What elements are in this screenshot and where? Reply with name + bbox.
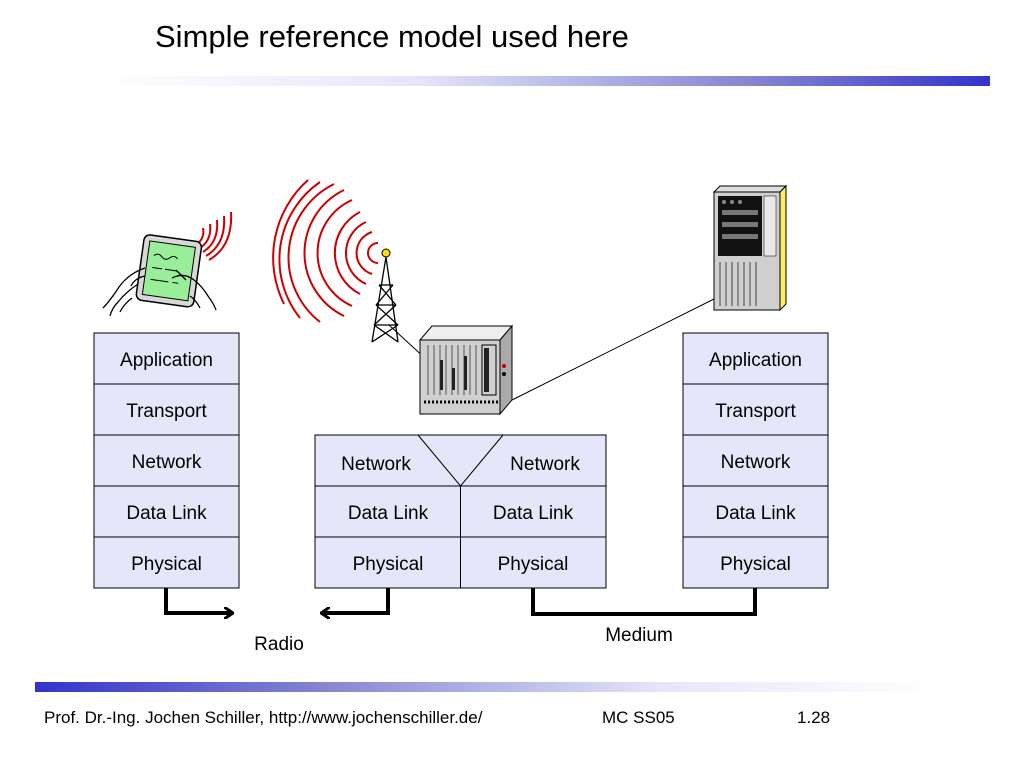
right-label-physical: Physical [720,554,791,575]
radio-arrow-right [322,588,390,613]
middle-left-label-data-link: Data Link [348,503,429,524]
router-server-wire [511,295,721,401]
right-protocol-stack: Application Transport Network Data Link … [682,332,829,589]
left-protocol-stack: Application Transport Network Data Link … [93,332,240,589]
title-underline-bar [100,76,990,86]
left-label-application: Application [120,350,213,371]
middle-protocol-stack: Network Network Data Link Data Link Phys… [314,434,607,589]
left-layer-transport [93,383,240,436]
right-label-network: Network [721,452,791,473]
left-label-physical: Physical [131,554,202,575]
radio-arrow-left [164,588,232,613]
middle-right-label-network: Network [510,454,580,475]
footer-author: Prof. Dr.-Ing. Jochen Schiller, http://w… [44,708,483,727]
slide-title: Simple reference model used here [155,19,629,54]
radio-connectors [164,588,390,613]
right-label-data-link: Data Link [715,503,796,524]
footer-course: MC SS05 [602,708,675,727]
router-rack-icon [418,324,514,416]
network-merge-v-shape [417,434,504,487]
middle-left-label-network: Network [341,454,411,475]
radio-tower-icon [272,179,399,343]
radio-label: Radio [254,634,304,655]
footer-divider-bar [35,682,935,692]
right-layer-transport [682,383,829,436]
pda-device-icon [102,211,233,317]
right-layer-data-link [682,485,829,538]
left-layer-data-link [93,485,240,538]
right-label-application: Application [709,350,802,371]
middle-right-label-physical: Physical [498,554,569,575]
medium-label: Medium [605,625,673,646]
right-label-transport: Transport [715,401,796,422]
pda-radio-waves-icon [196,211,233,261]
medium-connector [531,588,757,616]
footer-page-number: 1.28 [797,708,831,727]
left-label-data-link: Data Link [126,503,207,524]
server-tower-icon [712,184,788,312]
right-layer-application [682,332,829,385]
left-layer-application [93,332,240,385]
right-layer-physical [682,536,829,589]
tower-radio-waves-icon [272,179,379,323]
middle-right-label-data-link: Data Link [493,503,574,524]
left-layer-physical [93,536,240,589]
left-label-transport: Transport [126,401,207,422]
left-label-network: Network [132,452,202,473]
middle-left-label-physical: Physical [353,554,424,575]
right-layer-network [682,434,829,487]
